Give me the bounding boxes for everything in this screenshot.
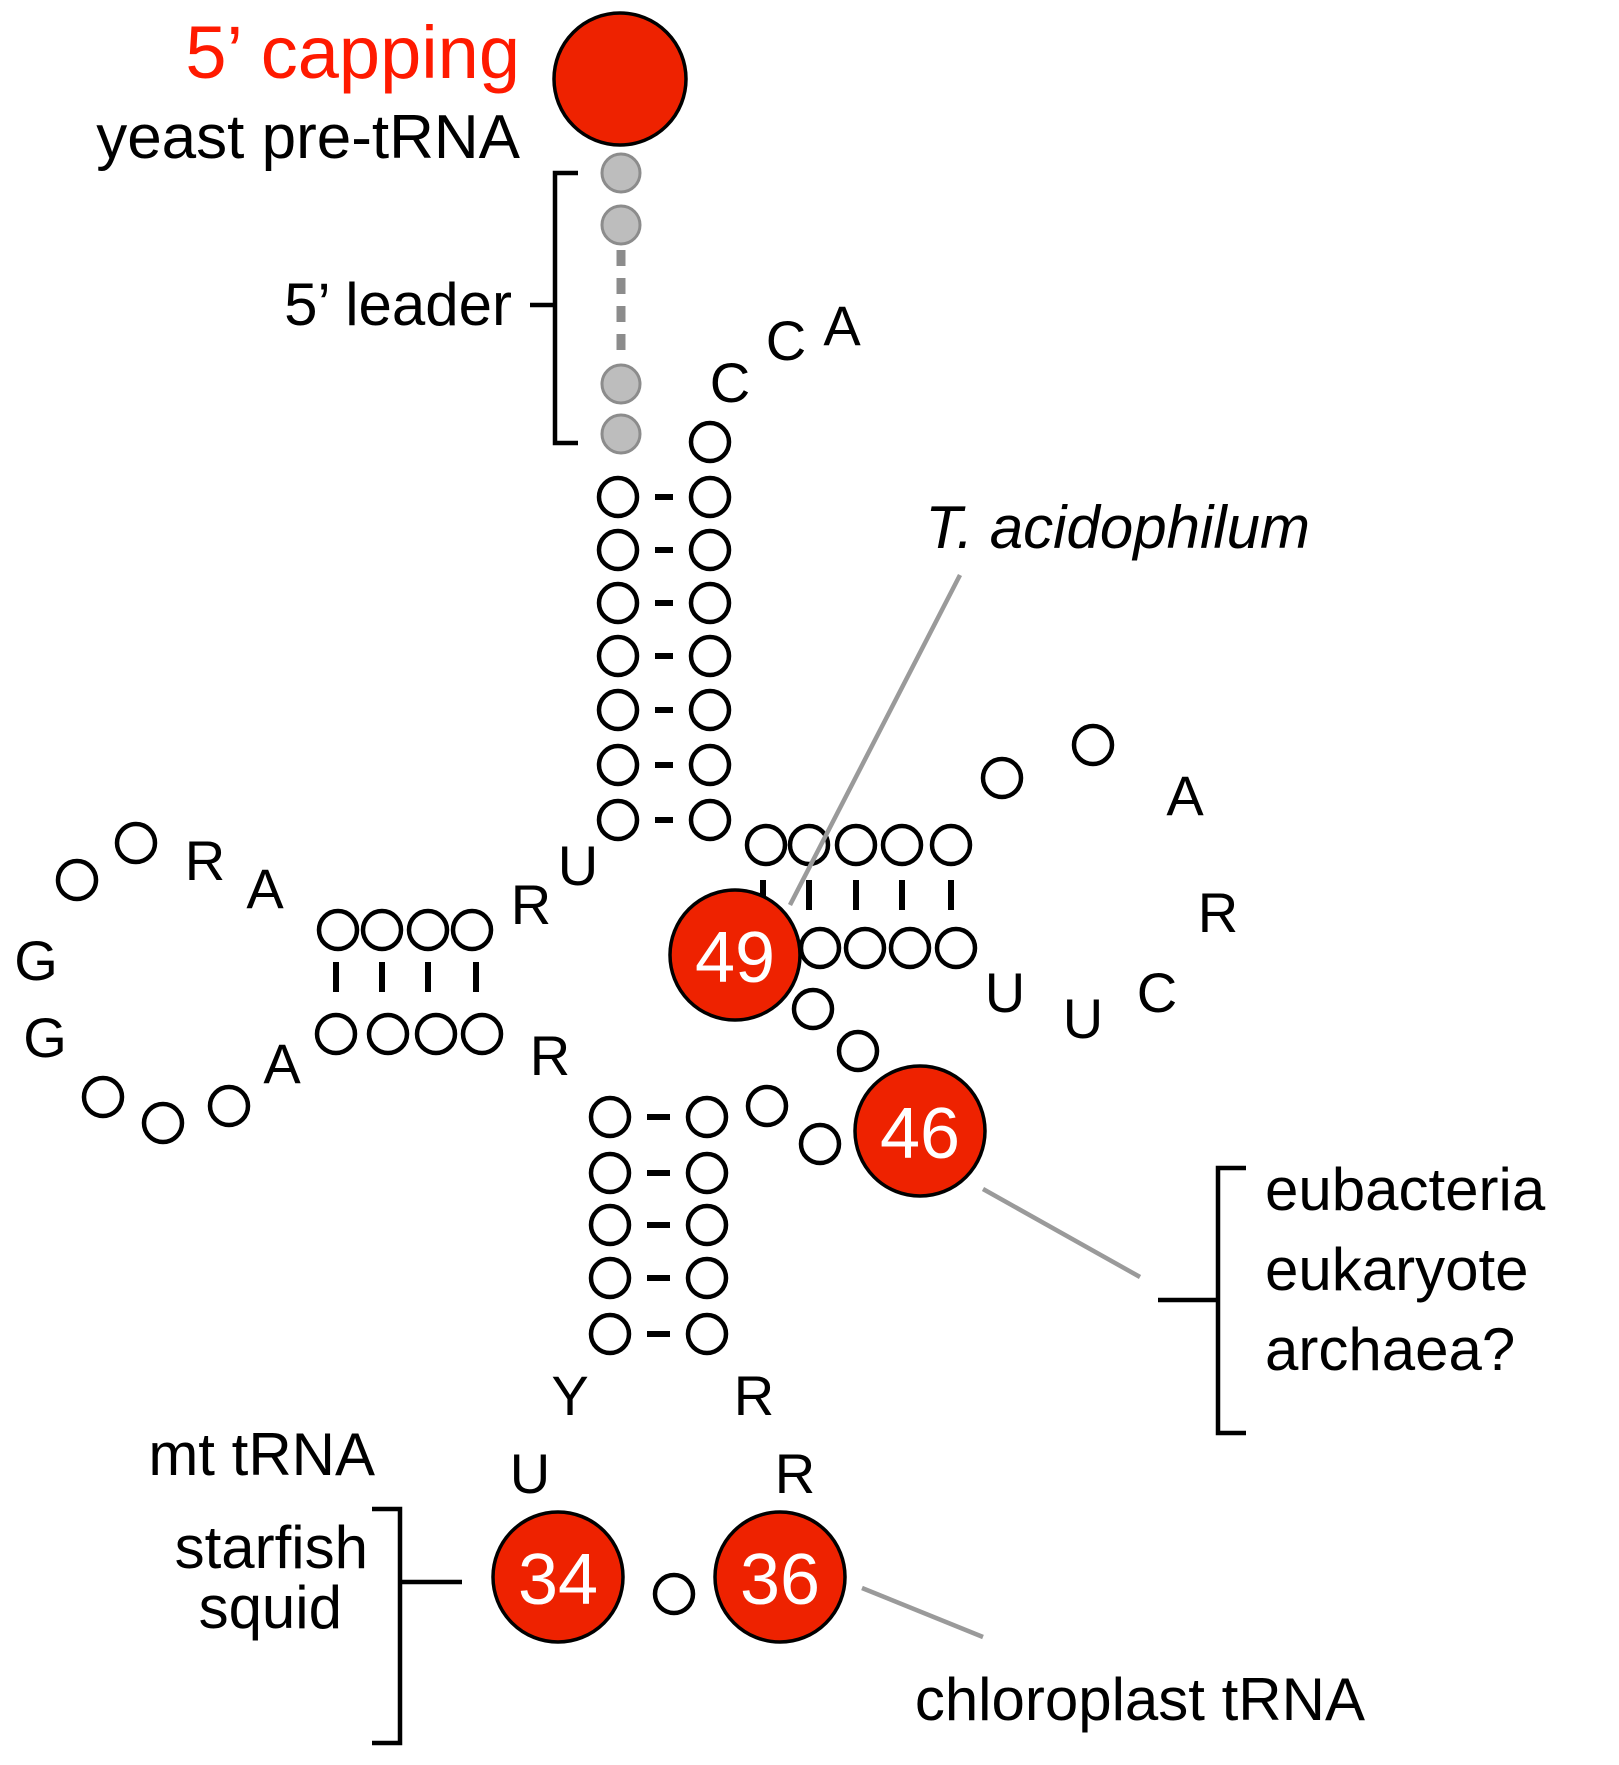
leader-bracket — [530, 170, 578, 446]
capping-subtitle: yeast pre-tRNA — [96, 103, 520, 172]
position-46-label: 46 — [880, 1094, 960, 1174]
anticodon-r1: R — [734, 1364, 774, 1427]
position-36-label: 36 — [740, 1540, 820, 1620]
anticodon-35 — [652, 1572, 696, 1616]
group-eukaryote: eukaryote — [1265, 1236, 1529, 1303]
anticodon-stem — [588, 1095, 729, 1356]
t-stem — [744, 823, 978, 970]
t-loop-u2: U — [1063, 987, 1103, 1050]
junction-u: U — [558, 834, 598, 897]
group-archaea: archaea? — [1265, 1316, 1515, 1383]
leader-nt — [600, 363, 642, 405]
leader-nt — [600, 204, 642, 246]
chloroplast-label: chloroplast tRNA — [915, 1666, 1365, 1733]
acceptor-stem-pairs — [655, 494, 673, 823]
d-loop-r: R — [185, 829, 225, 892]
t-loop-r: R — [1198, 881, 1238, 944]
anticodon-r2: R — [775, 1442, 815, 1505]
position-36: 36 — [713, 1510, 847, 1644]
d-loop-a2: A — [263, 1032, 301, 1095]
cca-a: A — [823, 294, 861, 357]
cca-c1: C — [710, 351, 750, 414]
anticodon-stem-pairs — [647, 1114, 670, 1337]
d-bottom-r: R — [530, 1024, 570, 1087]
capping-title: 5’ capping — [185, 11, 520, 94]
d-loop-a: A — [246, 857, 284, 920]
d-stem-pairs — [333, 962, 479, 992]
leader-nt — [600, 152, 642, 194]
acceptor-stem — [596, 420, 732, 842]
t-loop — [980, 723, 1115, 800]
d-loop-g2: G — [23, 1006, 67, 1069]
d-loop-g1: G — [14, 929, 58, 992]
junction-r: R — [511, 873, 551, 936]
t-loop-a: A — [1166, 764, 1204, 827]
anticodon-u: U — [510, 1442, 550, 1505]
groups-b-bracket — [372, 1506, 462, 1746]
cca-c2: C — [766, 309, 806, 372]
position-34: 34 — [491, 1510, 625, 1644]
leader-nucleotides — [600, 152, 642, 455]
leader-nt — [600, 413, 642, 455]
group-eubacteria: eubacteria — [1265, 1156, 1546, 1223]
d-loop — [55, 821, 251, 1145]
position-46: 46 — [853, 1064, 987, 1198]
annotation-lines — [787, 573, 1142, 1640]
groups-a-bracket — [1158, 1165, 1246, 1436]
t-loop-c: C — [1137, 961, 1177, 1024]
t-loop-u1: U — [985, 961, 1025, 1024]
position-49: 49 — [668, 888, 802, 1022]
d-stem — [314, 908, 504, 1056]
cap-circle — [552, 11, 688, 147]
position-49-label: 49 — [695, 918, 775, 998]
group-starfish: starfish — [175, 1514, 368, 1581]
position-34-label: 34 — [518, 1540, 598, 1620]
anticodon-y: Y — [551, 1364, 588, 1427]
species-ta-label: T. acidophilum — [925, 494, 1310, 561]
leader-label: 5’ leader — [284, 271, 512, 338]
mt-trna-label: mt tRNA — [148, 1421, 375, 1488]
variable-loop — [745, 987, 880, 1166]
group-squid: squid — [199, 1574, 342, 1641]
